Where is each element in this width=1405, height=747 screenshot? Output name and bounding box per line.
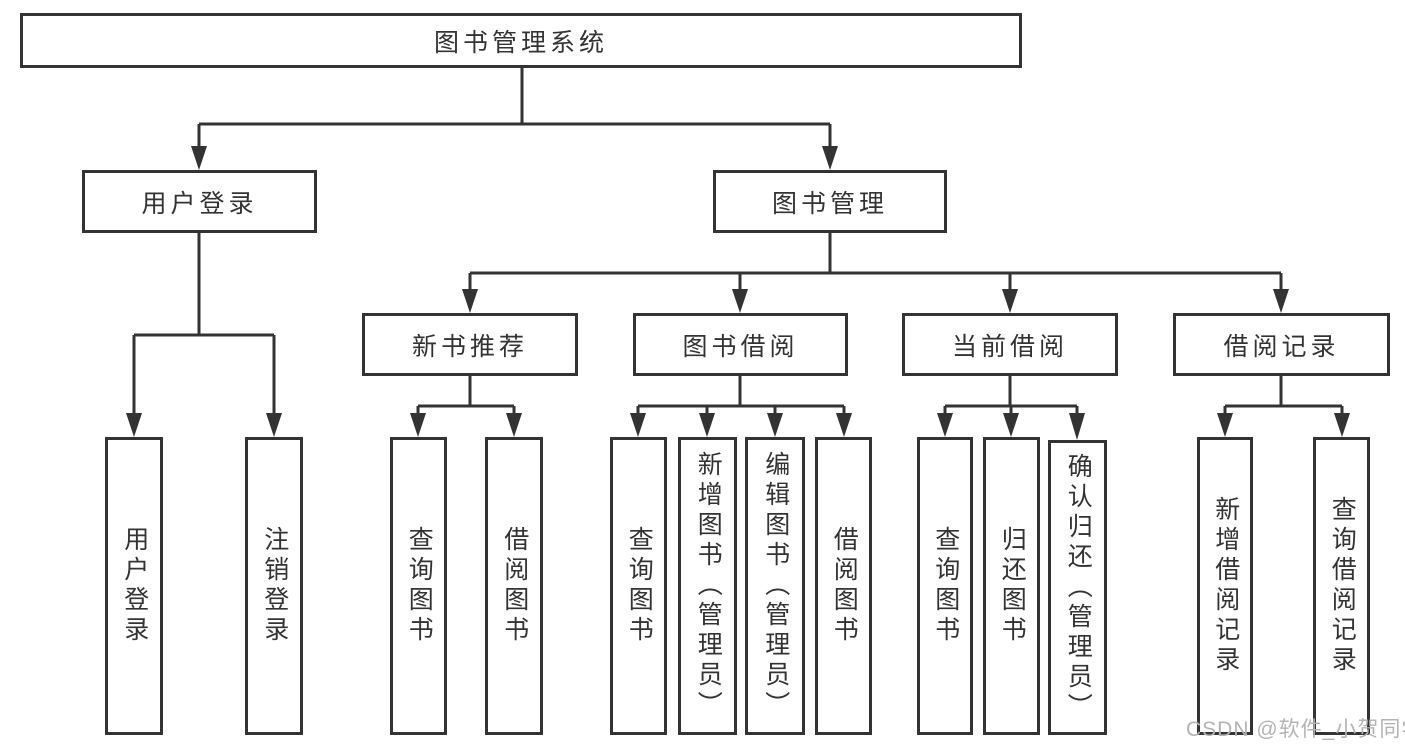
node-cb-confirm-return-admin: 确认归还（管理员）	[1048, 440, 1107, 735]
node-cb-query-book: 查询图书	[917, 437, 973, 735]
csdn-watermark: CSDN @软件_小贺同学	[1186, 718, 1405, 741]
node-logout: 注销登录	[245, 437, 303, 735]
node-bb-borrow-book: 借阅图书	[815, 437, 872, 735]
node-new-book-recommend: 新书推荐	[362, 313, 578, 376]
arrowheads	[126, 146, 1350, 440]
node-nb-borrow-book: 借阅图书	[485, 437, 543, 735]
node-book-management: 图书管理	[713, 170, 947, 233]
node-user-login-action: 用户登录	[105, 437, 163, 735]
node-current-borrow: 当前借阅	[902, 313, 1118, 376]
node-br-query-record: 查询借阅记录	[1313, 437, 1370, 735]
node-bb-add-book-admin: 新增图书（管理员）	[678, 437, 737, 735]
node-borrow-record: 借阅记录	[1173, 313, 1390, 376]
node-book-borrow: 图书借阅	[633, 313, 848, 376]
node-br-add-record: 新增借阅记录	[1197, 437, 1253, 735]
node-library-management-system: 图书管理系统	[20, 13, 1022, 68]
node-bb-query-book: 查询图书	[610, 437, 667, 735]
node-bb-edit-book-admin: 编辑图书（管理员）	[745, 437, 805, 735]
node-user-login: 用户登录	[82, 170, 317, 233]
node-nb-query-book: 查询图书	[390, 437, 447, 735]
node-cb-return-book: 归还图书	[983, 437, 1040, 735]
